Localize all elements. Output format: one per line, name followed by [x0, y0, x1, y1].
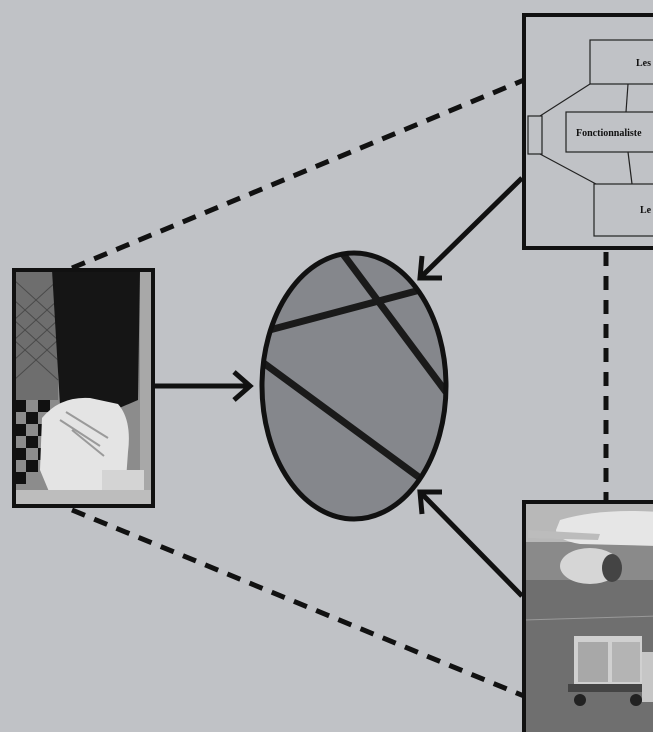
left-photo — [14, 270, 153, 506]
concept-label-middle: Fonctionnaliste — [576, 128, 642, 139]
bottom-right-photo — [524, 502, 653, 732]
concept-label-top: Les — [636, 58, 651, 69]
top-right-diagram: Les Fonctionnaliste Le — [524, 15, 653, 248]
arrow-bottom-to-lens — [422, 494, 522, 596]
concept-label-bottom: Le — [640, 205, 652, 216]
dashed-link-left-bottom — [72, 510, 524, 696]
center-lens — [254, 250, 446, 519]
arrow-top-to-lens — [422, 178, 522, 276]
